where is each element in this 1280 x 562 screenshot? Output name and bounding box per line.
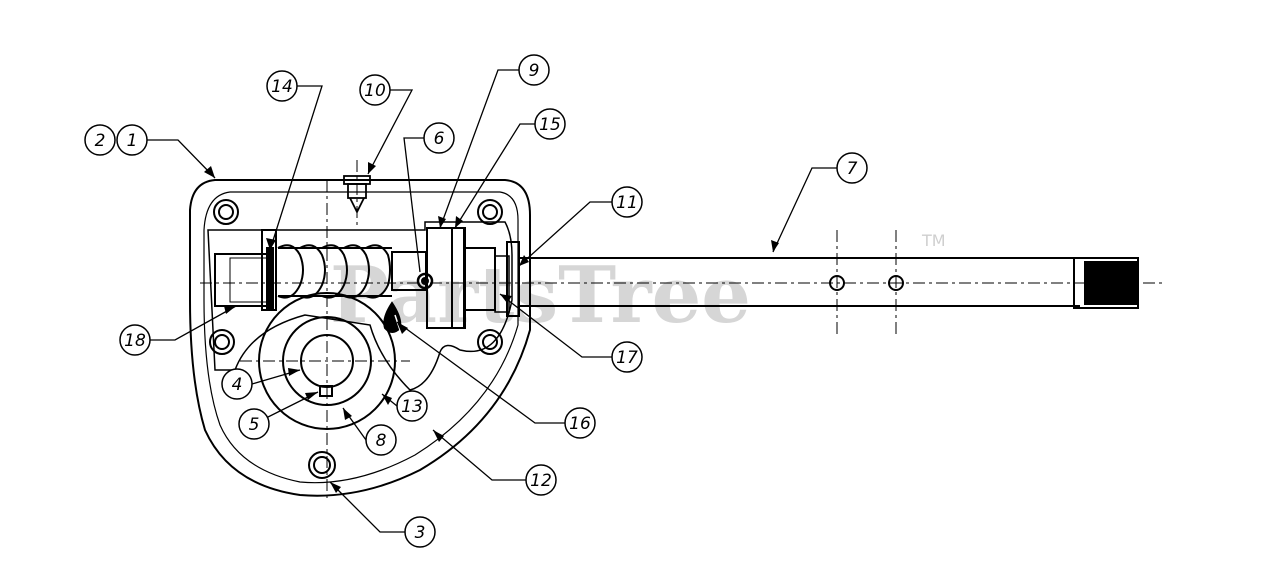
- callout-circle-9: [518, 54, 550, 86]
- housing-cavity: [207, 221, 513, 391]
- callout-circle-16: [564, 407, 596, 439]
- callout-circle-11: [611, 186, 643, 218]
- callout-circle-2: [84, 124, 116, 156]
- callout-circle-18: [119, 324, 151, 356]
- shaft-left-end: [214, 253, 268, 307]
- center-lines: [200, 160, 1165, 498]
- callout-labels: 14 10 9 6 15 2 1 7 11 18 17 4 13 16 5 8 …: [95, 61, 858, 543]
- axle-shaft: [519, 257, 1139, 309]
- callout-label-15: 15: [539, 115, 561, 135]
- callout-label-1: 1: [127, 131, 138, 151]
- callout-label-9: 9: [529, 61, 540, 81]
- gear-key: [319, 385, 333, 397]
- callout-circle-13: [396, 390, 428, 422]
- mount-hole-bottom-right: [477, 329, 503, 355]
- callout-circle-14: [266, 70, 298, 102]
- callout-label-2: 2: [95, 131, 106, 151]
- housing-inner-outline: [203, 191, 519, 484]
- callout-label-6: 6: [434, 129, 445, 149]
- callout-label-16: 16: [569, 414, 591, 434]
- mount-hole-bottom-left: [209, 329, 235, 355]
- housing-outline: [189, 179, 531, 497]
- callout-label-11: 11: [616, 193, 638, 213]
- callout-label-3: 3: [415, 523, 426, 543]
- callout-circle-12: [525, 464, 557, 496]
- callout-label-7: 7: [847, 159, 858, 179]
- callout-circle-6: [423, 122, 455, 154]
- callout-label-17: 17: [616, 348, 638, 368]
- callout-label-13: 13: [401, 397, 423, 417]
- callout-circle-15: [534, 108, 566, 140]
- worm-threads: [277, 244, 392, 299]
- mount-hole-bottom: [308, 451, 336, 479]
- callout-circle-4: [221, 368, 253, 400]
- callout-label-4: 4: [232, 375, 243, 395]
- callout-label-8: 8: [376, 431, 387, 451]
- callout-label-5: 5: [249, 415, 260, 435]
- grease-fitting: [383, 301, 402, 333]
- worm-shaft: [214, 227, 520, 333]
- arrowheads: [204, 162, 779, 493]
- watermark-trademark: TM: [921, 231, 946, 250]
- callout-circle-8: [365, 424, 397, 456]
- callout-circle-17: [611, 341, 643, 373]
- callout-circle-1: [116, 124, 148, 156]
- callout-label-10: 10: [364, 81, 386, 101]
- mount-hole-top-right: [477, 199, 503, 225]
- callout-circle-7: [836, 152, 868, 184]
- ball-bearing: [416, 272, 434, 290]
- callout-label-18: 18: [124, 331, 146, 351]
- retaining-ring: [506, 241, 520, 317]
- callout-label-12: 12: [530, 471, 552, 491]
- mount-hole-top-left: [213, 199, 239, 225]
- callout-circles: [84, 54, 868, 548]
- housing: [189, 179, 531, 497]
- leader-lines: [147, 69, 838, 533]
- callout-circle-3: [404, 516, 436, 548]
- callout-circle-10: [359, 74, 391, 106]
- mounting-holes: [209, 199, 503, 479]
- callout-label-14: 14: [271, 77, 293, 97]
- callout-circle-5: [238, 408, 270, 440]
